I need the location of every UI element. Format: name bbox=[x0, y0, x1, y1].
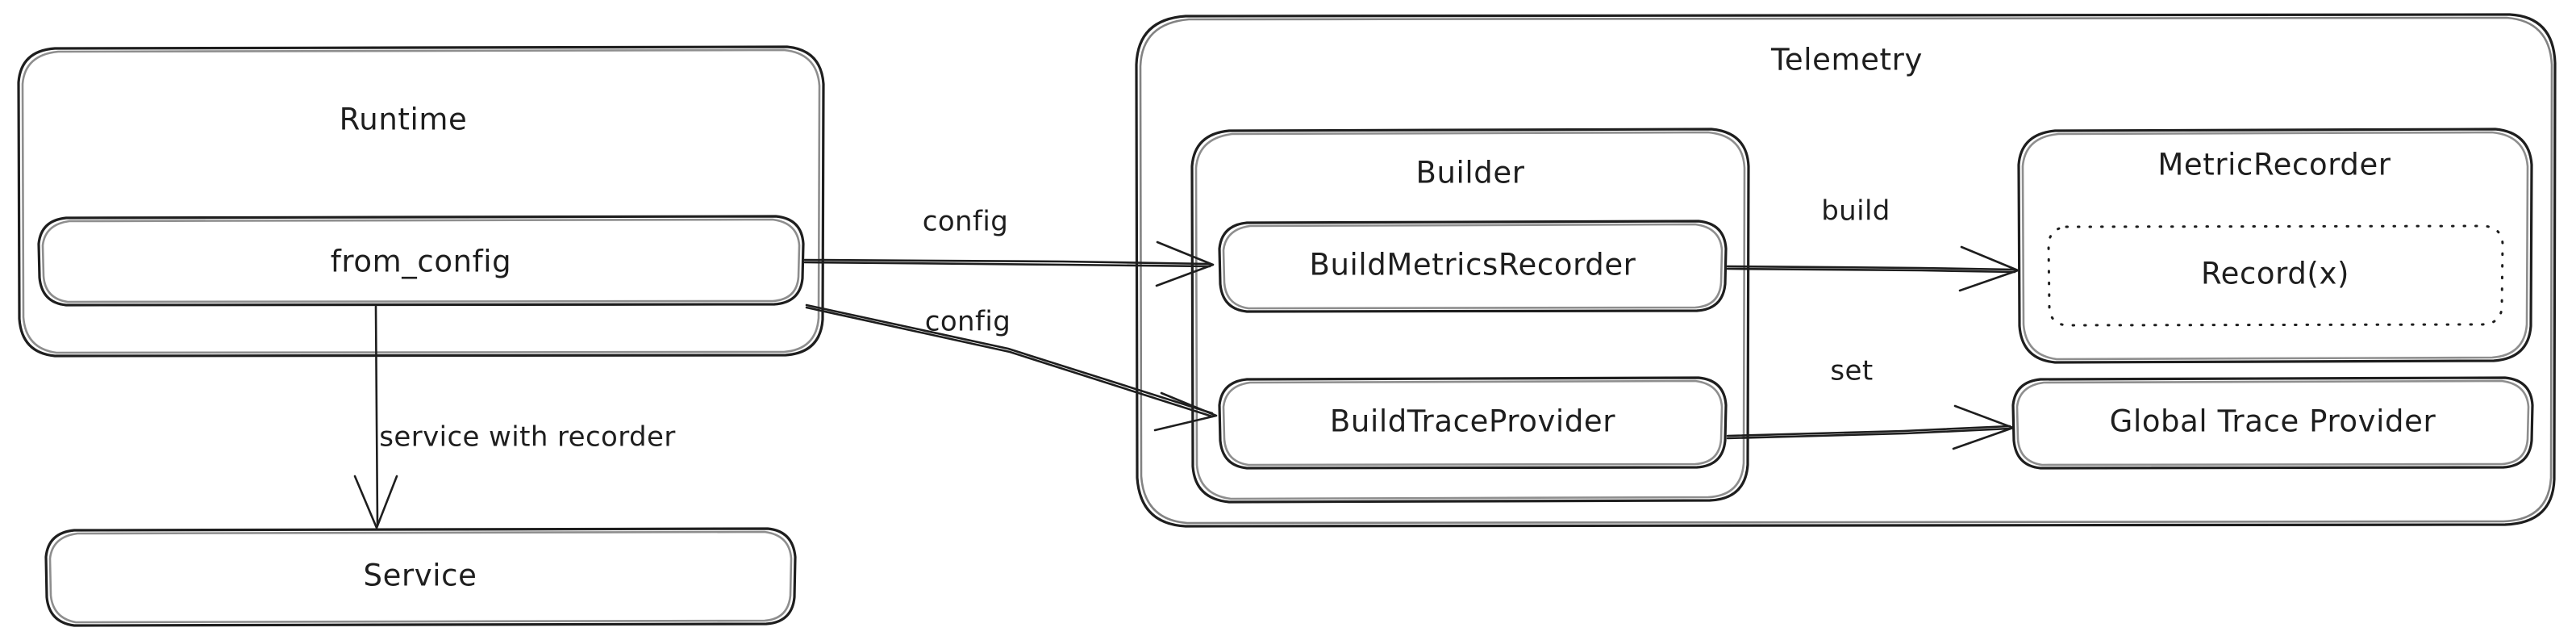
node-from-config[interactable]: from_config bbox=[37, 215, 805, 307]
edge-config-to-trace-label: config bbox=[925, 306, 1011, 338]
node-metric-recorder-label: MetricRecorder bbox=[2157, 148, 2391, 182]
node-builder-label: Builder bbox=[1415, 156, 1524, 190]
edge-set[interactable]: set bbox=[1726, 355, 2015, 450]
node-from-config-label: from_config bbox=[331, 245, 511, 279]
node-runtime-label: Runtime bbox=[340, 103, 468, 137]
node-build-metrics-recorder[interactable]: BuildMetricsRecorder bbox=[1218, 220, 1728, 313]
node-runtime[interactable]: Runtime bbox=[17, 45, 825, 358]
node-build-trace-provider-label: BuildTraceProvider bbox=[1330, 404, 1615, 439]
edge-config-to-trace[interactable]: config bbox=[805, 303, 1218, 432]
node-telemetry-label: Telemetry bbox=[1770, 43, 1923, 77]
node-record-x-label: Record(x) bbox=[2201, 257, 2349, 291]
node-build-trace-provider[interactable]: BuildTraceProvider bbox=[1218, 376, 1728, 470]
edge-config-to-metrics[interactable]: config bbox=[803, 206, 1215, 287]
edge-service-with-recorder-label: service with recorder bbox=[379, 421, 675, 454]
node-service[interactable]: Service bbox=[44, 527, 797, 627]
node-record-x[interactable]: Record(x) bbox=[2047, 224, 2504, 327]
node-global-trace-provider[interactable]: Global Trace Provider bbox=[2011, 376, 2534, 470]
node-global-trace-provider-label: Global Trace Provider bbox=[2110, 404, 2436, 439]
edge-service-with-recorder[interactable]: service with recorder bbox=[353, 305, 676, 529]
edge-build-label: build bbox=[1821, 195, 1890, 228]
edge-build[interactable]: build bbox=[1726, 195, 2020, 292]
edge-config-to-metrics-label: config bbox=[923, 206, 1008, 238]
node-build-metrics-recorder-label: BuildMetricsRecorder bbox=[1310, 248, 1636, 282]
node-telemetry[interactable]: Telemetry bbox=[1135, 13, 2557, 528]
edge-set-label: set bbox=[1830, 355, 1873, 387]
node-builder[interactable]: Builder bbox=[1190, 128, 1750, 504]
node-metric-recorder[interactable]: MetricRecorder bbox=[2017, 128, 2533, 364]
node-service-label: Service bbox=[364, 559, 477, 593]
